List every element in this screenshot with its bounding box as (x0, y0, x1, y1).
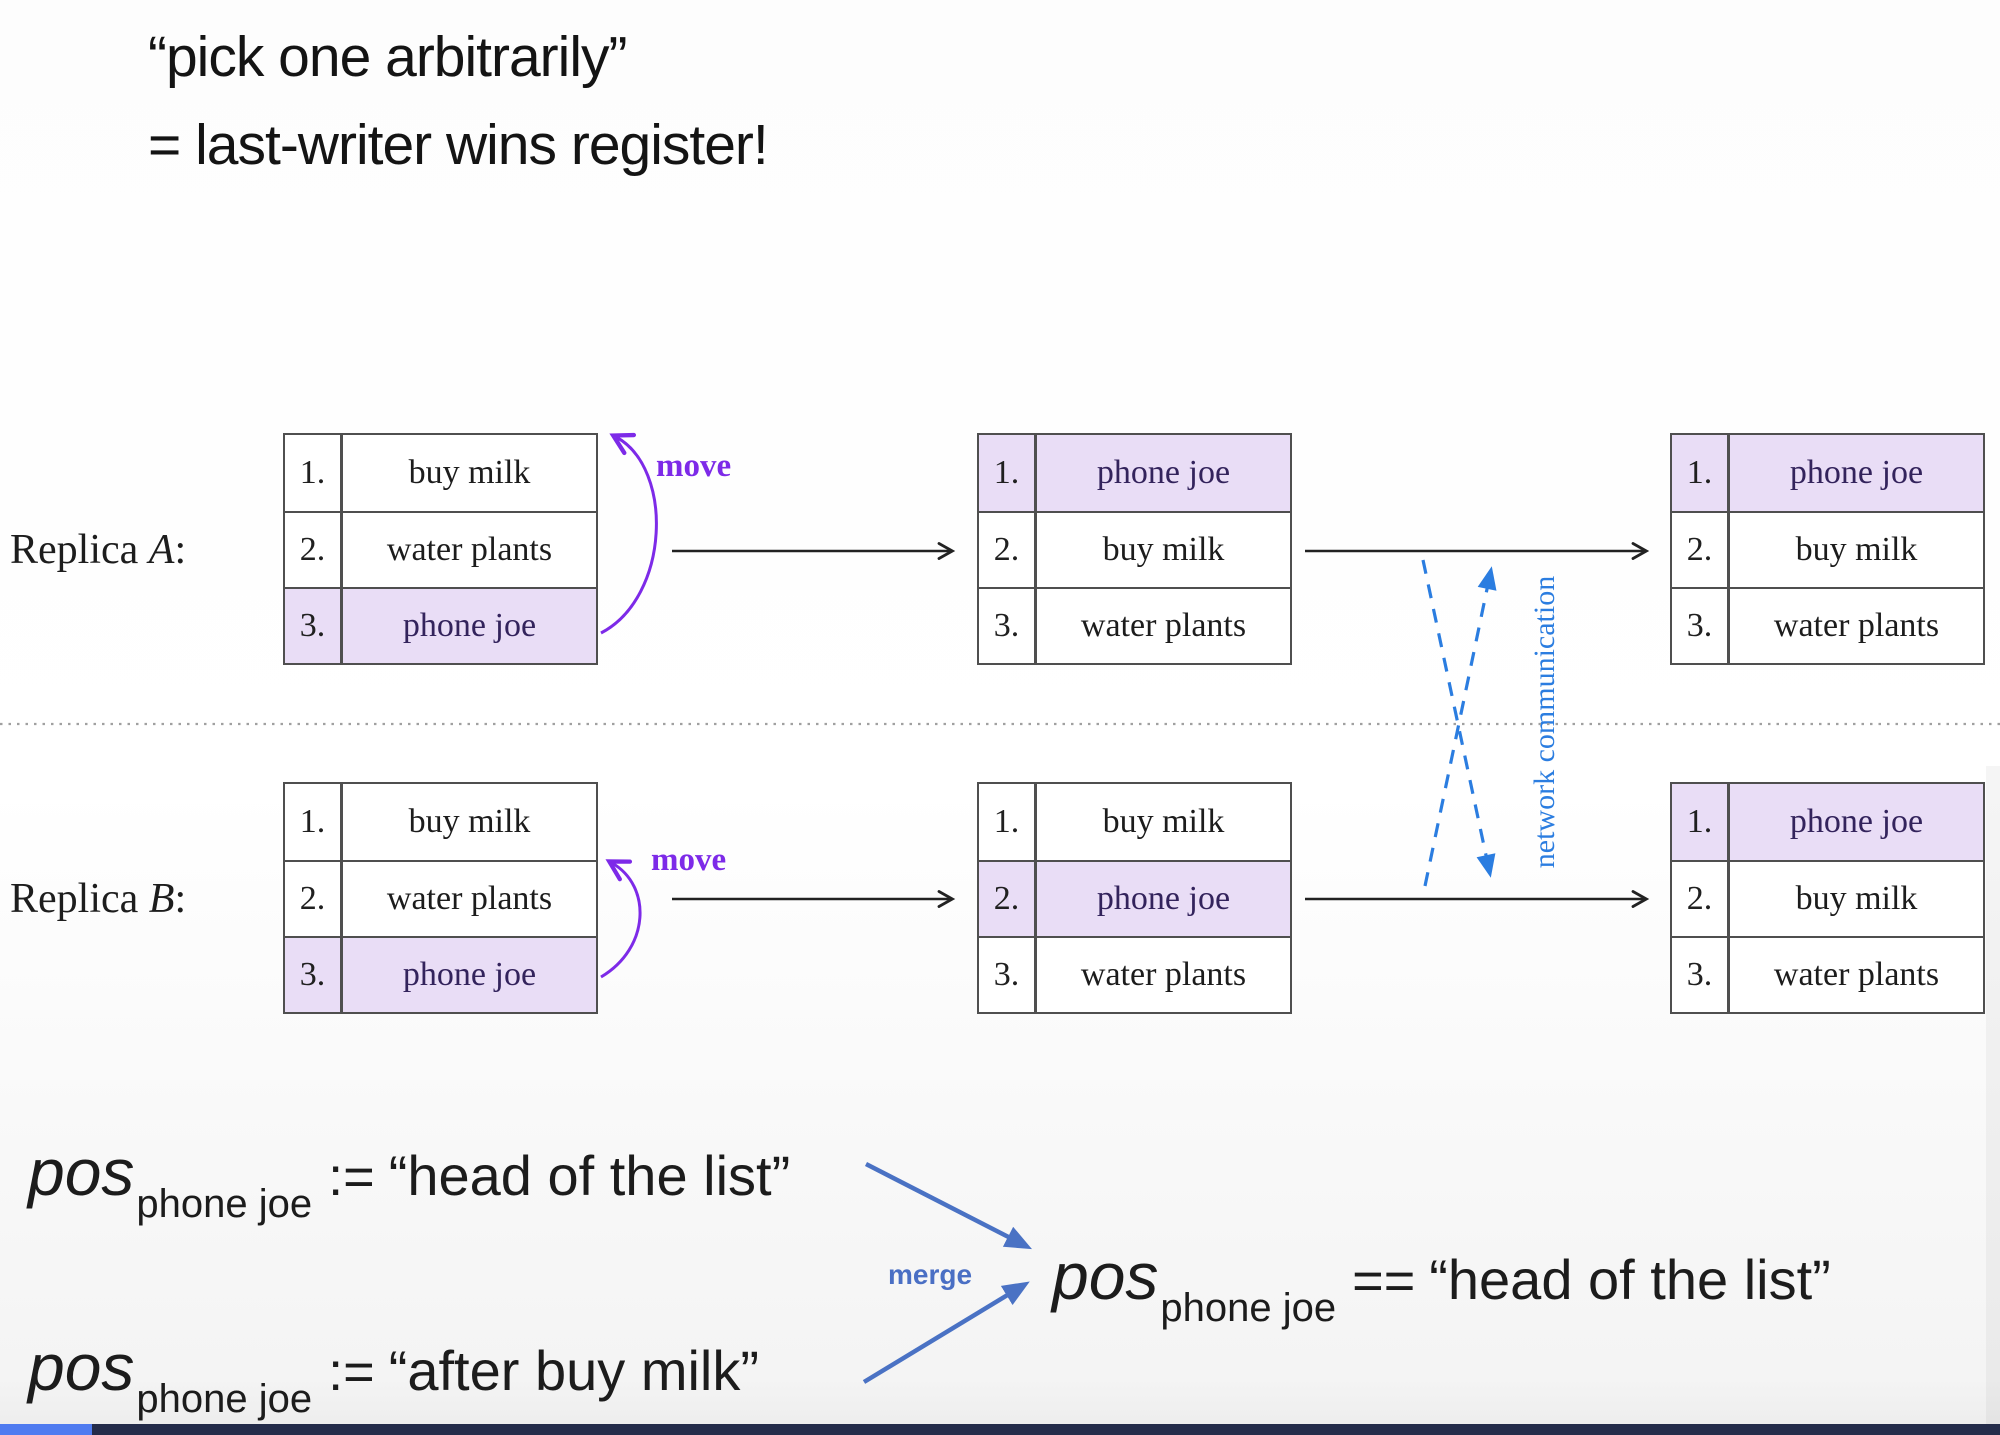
table-row: 1. buy milk (979, 784, 1290, 860)
row-number: 1. (285, 784, 343, 860)
table-row: 3. water plants (1672, 587, 1983, 663)
row-item: water plants (386, 531, 553, 568)
replica-b-list-state-2: 1. buy milk 2. phone joe 3. water plants (977, 782, 1292, 1014)
row-number: 3. (1672, 938, 1730, 1012)
row-item: water plants (1773, 956, 1940, 993)
replica-a-list-state-1: 1. buy milk 2. water plants 3. phone joe (283, 433, 598, 665)
replica-a-letter: A (148, 527, 175, 573)
table-row: 1. buy milk (285, 435, 596, 511)
video-progress-fill (0, 1424, 92, 1435)
pos-variable: pos (28, 1135, 135, 1209)
row-item: water plants (1773, 607, 1940, 644)
row-number: 3. (979, 589, 1037, 663)
network-message-down-line (1421, 559, 1496, 878)
row-number: 2. (1672, 513, 1730, 587)
replica-b-list-state-3: 1. phone joe 2. buy milk 3. water plants (1670, 782, 1985, 1014)
table-row: 1. phone joe (1672, 435, 1983, 511)
assigned-value: “after buy milk” (388, 1339, 759, 1402)
pos-subscript: phone joe (1160, 1286, 1337, 1330)
table-row: 1. buy milk (285, 784, 596, 860)
table-row: 3. phone joe (285, 936, 596, 1012)
row-number: 1. (1672, 784, 1730, 860)
formula-merged-result: posphone joe ==“head of the list” (1052, 1238, 1831, 1331)
table-row: 2. buy milk (979, 511, 1290, 587)
assign-operator: := (328, 1342, 375, 1402)
table-row: 2. water plants (285, 860, 596, 936)
move-label-replica-b: move (651, 842, 727, 878)
replica-a-list-state-2: 1. phone joe 2. buy milk 3. water plants (977, 433, 1292, 665)
row-item: buy milk (408, 454, 531, 491)
row-number: 1. (979, 784, 1037, 860)
row-item: phone joe (1789, 454, 1924, 491)
table-row: 1. phone joe (1672, 784, 1983, 860)
table-row: 3. water plants (979, 587, 1290, 663)
row-item: phone joe (402, 607, 537, 644)
move-label-replica-a: move (656, 448, 732, 484)
replica-b-label: Replica B: (10, 875, 186, 923)
merge-arrow-from-b (862, 1281, 1030, 1384)
assigned-value: “head of the list” (388, 1144, 791, 1207)
row-item: phone joe (1096, 454, 1231, 491)
formula-replica-a-assignment: posphone joe :=“head of the list” (28, 1134, 790, 1227)
replica-a-label: Replica A: (10, 526, 186, 574)
equals-operator: == (1352, 1251, 1416, 1311)
row-item: water plants (386, 880, 553, 917)
row-number: 1. (285, 435, 343, 511)
pos-subscript: phone joe (136, 1377, 313, 1421)
row-number: 3. (979, 938, 1037, 1012)
row-item: buy milk (1102, 531, 1225, 568)
table-row: 2. buy milk (1672, 511, 1983, 587)
row-item: buy milk (1795, 880, 1918, 917)
title-line-1: “pick one arbitrarily” (148, 25, 627, 89)
merge-label: merge (888, 1259, 973, 1290)
row-item: buy milk (1102, 803, 1225, 840)
row-item: buy milk (1795, 531, 1918, 568)
right-edge-shadow (1986, 766, 2000, 1435)
network-communication-label: network communication (1528, 575, 1561, 869)
formula-replica-b-assignment: posphone joe :=“after buy milk” (28, 1329, 759, 1422)
table-row: 3. phone joe (285, 587, 596, 663)
row-number: 2. (979, 513, 1037, 587)
row-number: 2. (1672, 862, 1730, 936)
row-number: 3. (285, 938, 343, 1012)
table-row: 1. phone joe (979, 435, 1290, 511)
row-item: water plants (1080, 956, 1247, 993)
move-arc-replica-b (600, 859, 642, 979)
merged-value: “head of the list” (1429, 1248, 1831, 1311)
row-number: 2. (979, 862, 1037, 936)
replica-b-letter: B (148, 876, 175, 922)
move-arc-replica-a (600, 432, 658, 635)
row-item: phone joe (1096, 880, 1231, 917)
replica-b-list-state-1: 1. buy milk 2. water plants 3. phone joe (283, 782, 598, 1014)
pos-subscript: phone joe (136, 1182, 313, 1226)
row-item: phone joe (1789, 803, 1924, 840)
row-number: 2. (285, 862, 343, 936)
table-row: 2. buy milk (1672, 860, 1983, 936)
assign-operator: := (328, 1147, 375, 1207)
row-item: phone joe (402, 956, 537, 993)
replica-a-prefix: Replica (10, 527, 149, 573)
pos-variable: pos (1052, 1239, 1159, 1313)
row-number: 3. (1672, 589, 1730, 663)
video-progress-bar[interactable] (0, 1424, 2000, 1435)
title-line-2: = last-writer wins register! (148, 113, 769, 177)
network-message-up-line (1423, 566, 1497, 887)
merge-arrow-from-a (864, 1161, 1033, 1250)
row-number: 1. (979, 435, 1037, 511)
table-row: 3. water plants (1672, 936, 1983, 1012)
replica-a-colon: : (174, 527, 187, 573)
row-number: 1. (1672, 435, 1730, 511)
row-item: water plants (1080, 607, 1247, 644)
replica-a-list-state-3: 1. phone joe 2. buy milk 3. water plants (1670, 433, 1985, 665)
row-number: 2. (285, 513, 343, 587)
replica-b-colon: : (174, 876, 187, 922)
row-item: buy milk (408, 803, 531, 840)
row-number: 3. (285, 589, 343, 663)
table-row: 3. water plants (979, 936, 1290, 1012)
table-row: 2. phone joe (979, 860, 1290, 936)
pos-variable: pos (28, 1330, 135, 1404)
table-row: 2. water plants (285, 511, 596, 587)
replica-b-prefix: Replica (10, 876, 149, 922)
